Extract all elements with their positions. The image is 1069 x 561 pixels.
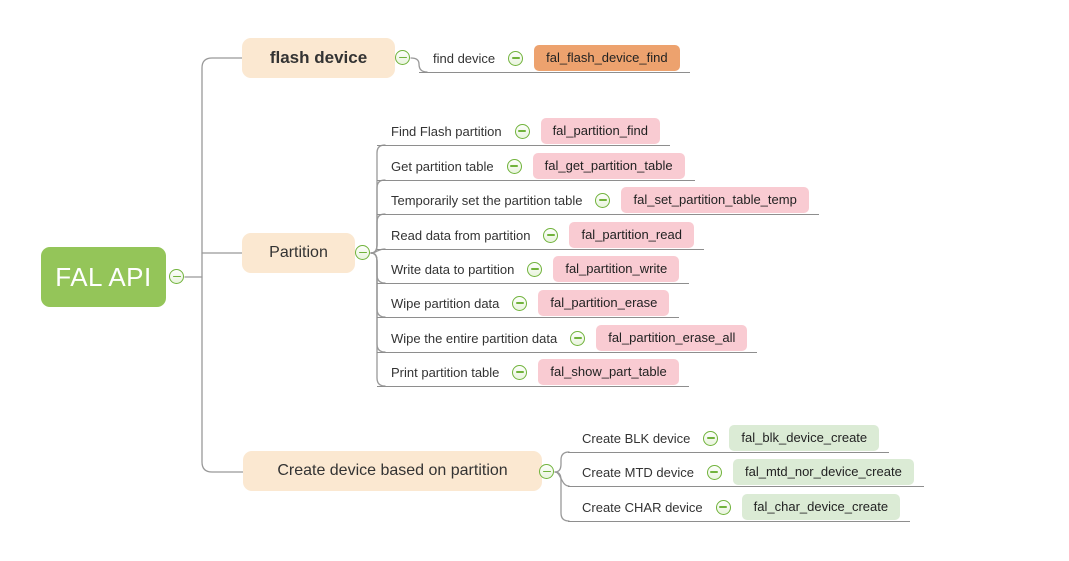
api-node[interactable]: fal_flash_device_find <box>534 45 680 71</box>
api-node[interactable]: fal_partition_write <box>553 256 680 282</box>
node-label: Temporarily set the partition table <box>391 192 583 208</box>
node-row-wipe-entire-partition: Wipe the entire partition data fal_parti… <box>377 324 758 353</box>
node-label: Read data from partition <box>391 227 531 243</box>
collapse-icon[interactable] <box>570 330 586 346</box>
collapse-icon[interactable] <box>715 499 731 515</box>
node-row-create-char-device: Create CHAR device fal_char_device_creat… <box>568 493 911 522</box>
node-label: Get partition table <box>391 158 494 174</box>
api-node[interactable]: fal_partition_find <box>540 118 660 144</box>
branch-label: Create device based on partition <box>277 462 508 479</box>
api-node[interactable]: fal_show_part_table <box>538 359 679 385</box>
collapse-icon[interactable] <box>355 245 370 260</box>
collapse-icon[interactable] <box>543 227 559 243</box>
api-node[interactable]: fal_mtd_nor_device_create <box>732 459 914 485</box>
node-row-read-data: Read data from partition fal_partition_r… <box>377 221 704 250</box>
branch-node-flash-device[interactable]: flash device <box>242 38 395 78</box>
node-row-create-blk-device: Create BLK device fal_blk_device_create <box>568 424 890 453</box>
node-label: Wipe partition data <box>391 295 500 311</box>
collapse-icon[interactable] <box>506 158 522 174</box>
collapse-icon[interactable] <box>169 269 184 284</box>
api-node[interactable]: fal_partition_erase <box>538 290 670 316</box>
api-node[interactable]: fal_partition_read <box>569 222 694 248</box>
node-label: Create MTD device <box>582 464 694 480</box>
collapse-icon[interactable] <box>595 192 611 208</box>
api-node[interactable]: fal_get_partition_table <box>532 153 685 179</box>
collapse-icon[interactable] <box>703 430 719 446</box>
collapse-icon[interactable] <box>512 295 528 311</box>
api-node[interactable]: fal_char_device_create <box>741 494 901 520</box>
collapse-icon[interactable] <box>395 50 410 65</box>
node-row-find-flash-partition: Find Flash partition fal_partition_find <box>377 117 670 146</box>
api-node[interactable]: fal_partition_erase_all <box>596 325 748 351</box>
node-label: Print partition table <box>391 364 500 380</box>
node-row-write-data: Write data to partition fal_partition_wr… <box>377 255 690 284</box>
collapse-icon[interactable] <box>527 261 543 277</box>
branch-node-partition[interactable]: Partition <box>242 233 355 273</box>
node-label: Wipe the entire partition data <box>391 330 558 346</box>
node-row-find-device: find device fal_flash_device_find <box>419 44 690 73</box>
node-label: Find Flash partition <box>391 123 502 139</box>
node-label: Create BLK device <box>582 430 691 446</box>
node-label: Create CHAR device <box>582 499 703 515</box>
branch-node-create-device[interactable]: Create device based on partition <box>243 451 542 491</box>
collapse-icon[interactable] <box>512 364 528 380</box>
collapse-icon[interactable] <box>508 50 524 66</box>
node-row-create-mtd-device: Create MTD device fal_mtd_nor_device_cre… <box>568 458 924 487</box>
api-node[interactable]: fal_set_partition_table_temp <box>621 187 809 213</box>
collapse-icon[interactable] <box>539 464 554 479</box>
node-row-print-partition-table: Print partition table fal_show_part_tabl… <box>377 358 689 387</box>
api-node[interactable]: fal_blk_device_create <box>729 425 880 451</box>
node-row-wipe-partition-data: Wipe partition data fal_partition_erase <box>377 289 680 318</box>
branch-label: Partition <box>269 244 328 261</box>
node-label: find device <box>433 50 496 66</box>
collapse-icon[interactable] <box>706 464 722 480</box>
node-row-get-partition-table: Get partition table fal_get_partition_ta… <box>377 152 695 181</box>
node-label: Write data to partition <box>391 261 515 277</box>
root-node-fal-api[interactable]: FAL API <box>41 247 166 307</box>
collapse-icon[interactable] <box>514 123 530 139</box>
root-label: FAL API <box>55 261 152 292</box>
branch-label: flash device <box>269 48 368 67</box>
node-row-temporarily-set-table: Temporarily set the partition table fal_… <box>377 186 819 215</box>
